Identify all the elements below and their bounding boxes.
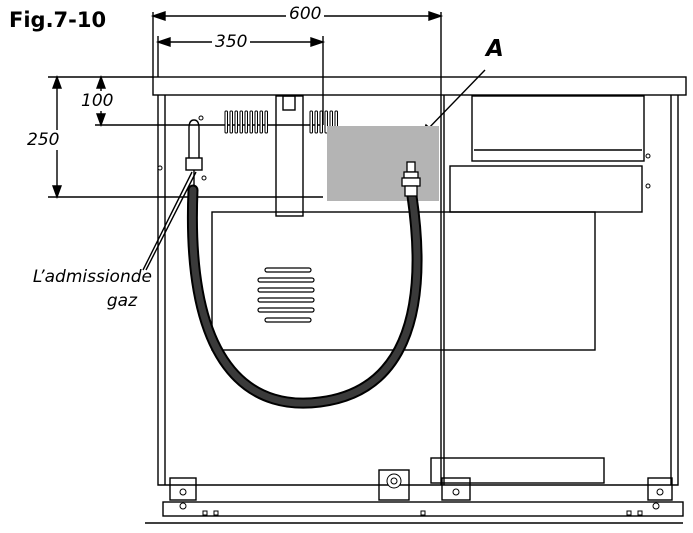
callout-a-label: A (486, 36, 504, 62)
hose-fitting (401, 161, 421, 197)
gas-label-leader (142, 171, 193, 271)
cabinet-body (157, 95, 679, 486)
gas-inlet-label-line2: gaz (106, 291, 137, 311)
dimension-350: 350 (212, 32, 251, 52)
foot-mid-left (378, 469, 410, 501)
right-vent-box (471, 95, 645, 162)
gas-inlet-fitting (185, 157, 203, 171)
gas-inlet-label: L’admissionde gaz (0, 265, 152, 313)
foot-mid-right (441, 477, 471, 501)
dimension-250: 250 (24, 130, 63, 150)
top-vent-slots (224, 110, 338, 134)
cooktop-slab (152, 76, 687, 96)
right-panel (449, 165, 643, 213)
base-strip (162, 501, 684, 517)
callout-a-leader (424, 69, 486, 133)
bottom-plate (430, 457, 605, 484)
zone-a (327, 126, 439, 201)
dimension-600: 600 (286, 4, 325, 24)
foot-left (169, 477, 197, 501)
flue-duct (275, 95, 304, 217)
screws (157, 115, 664, 516)
dimension-100: 100 (78, 91, 117, 111)
figure-title: Fig.7-10 (9, 8, 107, 32)
back-grille (257, 267, 315, 323)
gas-inlet-label-line1: L’admissionde (32, 267, 152, 287)
foot-right (647, 477, 673, 501)
